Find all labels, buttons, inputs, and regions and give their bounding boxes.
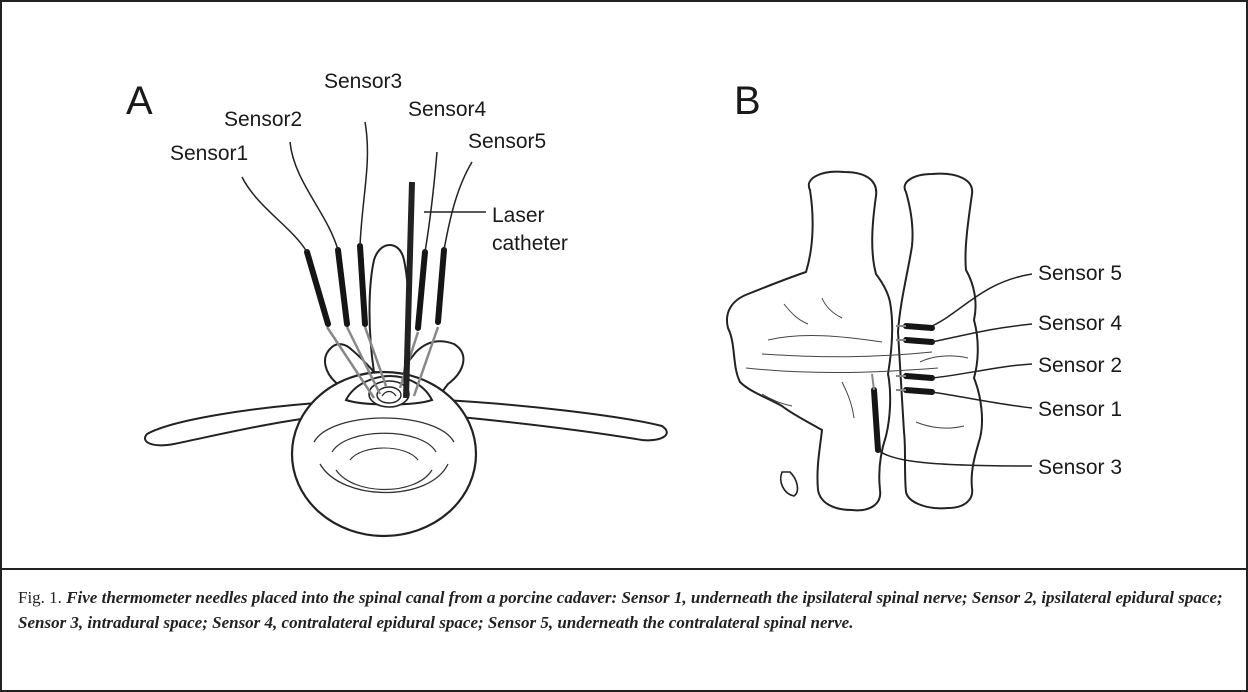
- panel-a-letter: A: [126, 79, 153, 123]
- sensor4-label-b: Sensor 4: [1038, 312, 1122, 335]
- caption-text: Five thermometer needles placed into the…: [18, 588, 1223, 632]
- sensor2-label-b: Sensor 2: [1038, 354, 1122, 377]
- laser-label-line2: catheter: [492, 232, 568, 255]
- sensor2-label: Sensor2: [224, 108, 302, 131]
- lead-wires: [242, 122, 486, 252]
- sensor3-label-b: Sensor 3: [1038, 456, 1122, 479]
- figure-illustration: A: [2, 2, 1246, 570]
- panel-b: B: [727, 79, 1122, 510]
- panel-b-letter: B: [734, 79, 761, 123]
- vertebra-front: [727, 172, 892, 511]
- spine-diagram: A: [2, 2, 1246, 566]
- sensor5-label: Sensor5: [468, 130, 546, 153]
- caption-lead: Fig. 1.: [18, 588, 62, 607]
- laser-label-line1: Laser: [492, 204, 545, 227]
- sensor5-label-b: Sensor 5: [1038, 262, 1122, 285]
- figure-caption: Fig. 1. Five thermometer needles placed …: [18, 585, 1228, 635]
- sensor1-label: Sensor1: [170, 142, 248, 165]
- transverse-process-right: [442, 400, 667, 440]
- small-facet: [781, 472, 798, 496]
- panel-a: A: [126, 70, 667, 536]
- spinal-cord: [377, 387, 401, 403]
- sensor1-label-b: Sensor 1: [1038, 398, 1122, 421]
- sensor3-label: Sensor3: [324, 70, 402, 93]
- sensor4-label: Sensor4: [408, 98, 487, 121]
